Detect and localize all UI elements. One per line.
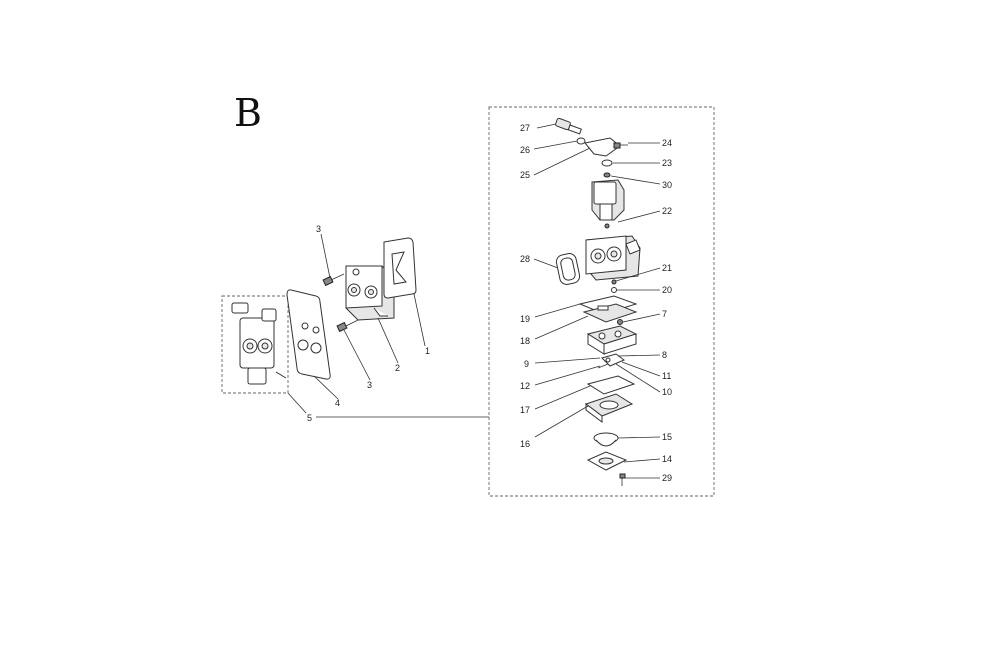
callout-24: 24 (662, 138, 672, 148)
callout-11: 11 (662, 371, 671, 381)
callout-25: 25 (520, 170, 530, 180)
callout-5: 5 (307, 413, 312, 423)
callout-3-upper: 3 (316, 224, 321, 234)
section-letter: B (234, 91, 262, 135)
callout-4: 4 (335, 398, 340, 408)
callout-9: 9 (524, 359, 529, 369)
diaphragm-plates-19-18 (578, 295, 638, 323)
callout-26: 26 (520, 145, 530, 155)
gasket-part-4 (286, 289, 331, 380)
carburetor-group-box (221, 295, 289, 394)
callout-14: 14 (662, 454, 672, 464)
callout-16: 16 (520, 439, 530, 449)
check-valve-part-20 (611, 287, 617, 293)
insulator-part-2 (345, 265, 395, 321)
callout-20: 20 (662, 285, 672, 295)
cover-part-16 (584, 393, 634, 423)
oring-part-30 (603, 172, 611, 178)
left-assembly: 3 1 2 3 4 5 (221, 224, 489, 423)
screw-part-29 (619, 473, 626, 486)
callout-15: 15 (662, 432, 672, 442)
callout-2: 2 (395, 363, 400, 373)
callout-22: 22 (662, 206, 672, 216)
callout-3-lower: 3 (367, 380, 372, 390)
exploded-parts (555, 117, 641, 486)
callout-8: 8 (662, 350, 667, 360)
callout-12: 12 (520, 381, 530, 391)
callout-30: 30 (662, 180, 672, 190)
callout-21: 21 (662, 263, 672, 273)
needle-parts-8-9-11-12 (597, 353, 625, 369)
bolts-part-3 (322, 273, 359, 333)
plate-part-1 (383, 237, 417, 299)
callout-28: 28 (520, 254, 530, 264)
pump-plate (586, 325, 638, 355)
callout-23: 23 (662, 158, 672, 168)
callout-29: 29 (662, 473, 672, 483)
callout-1: 1 (425, 346, 430, 356)
callout-18: 18 (520, 336, 530, 346)
screw-part-24 (613, 142, 628, 149)
exploded-view-box (488, 106, 715, 497)
throttle-body-part-22 (591, 179, 625, 229)
lever-part-25 (584, 137, 621, 157)
carburetor-small (231, 302, 287, 385)
callout-7: 7 (662, 309, 667, 319)
carburetor-body (585, 235, 641, 281)
primer-bulb-part-15 (593, 432, 619, 447)
spring-part-23 (601, 159, 613, 167)
callout-10: 10 (662, 387, 672, 397)
screw-part-7 (617, 319, 623, 325)
callout-27: 27 (520, 123, 530, 133)
callout-17: 17 (520, 405, 530, 415)
callout-19: 19 (520, 314, 530, 324)
washer-part-26 (576, 137, 586, 145)
retainer-part-14 (586, 451, 628, 471)
diaphragm-part-17 (586, 375, 636, 395)
screw-part-27 (555, 117, 582, 135)
right-leaders (533, 123, 661, 479)
screw-part-21 (611, 279, 617, 285)
